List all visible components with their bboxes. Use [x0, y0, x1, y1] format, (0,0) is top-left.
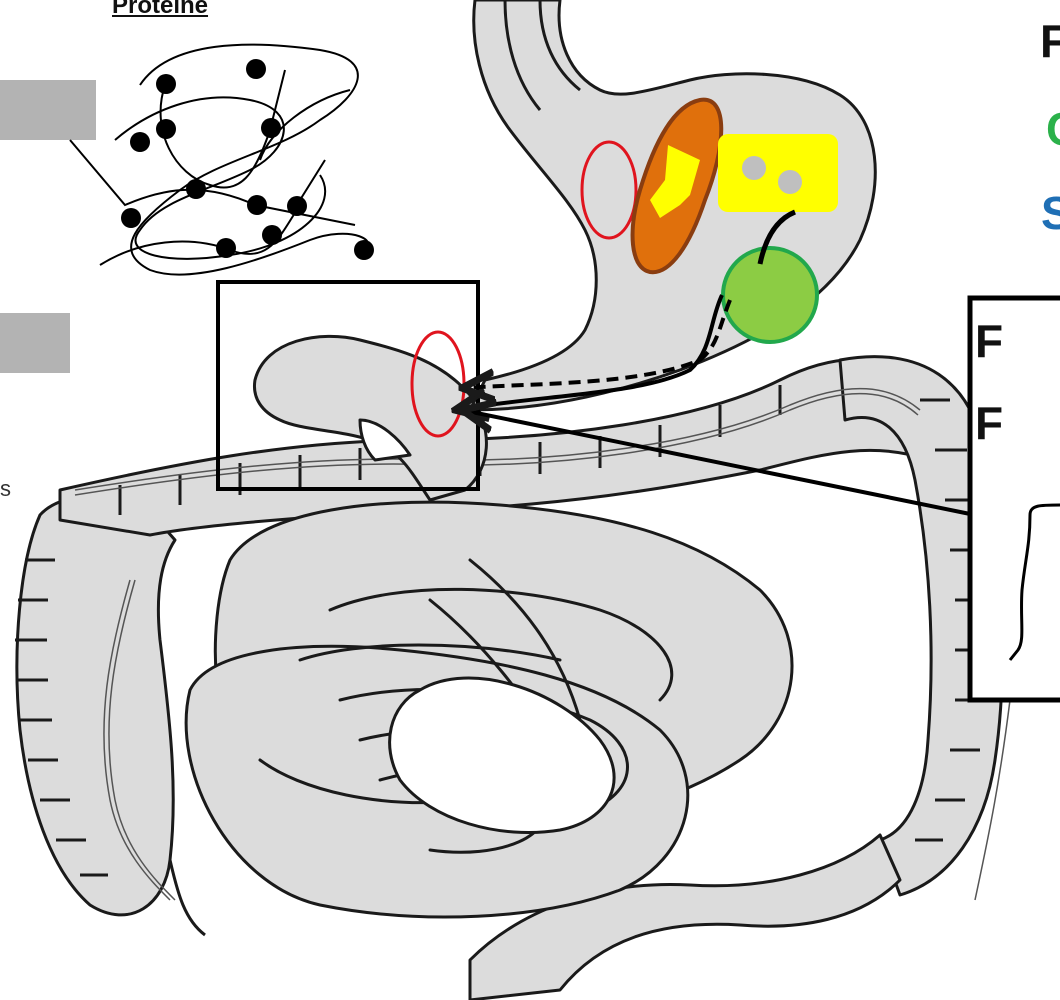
protein-tangle: [70, 45, 368, 275]
green-cell: [723, 248, 817, 342]
callout-letter-2: F: [975, 400, 1003, 446]
right-letter-green: C: [1046, 106, 1060, 152]
left-edge-text: s: [0, 476, 11, 502]
gray-box-top: [0, 80, 96, 140]
right-letter-top: F: [1040, 18, 1060, 64]
right-letter-blue: S: [1041, 190, 1060, 236]
protein-title: Proteine: [112, 0, 208, 20]
protein-nodes: [121, 59, 374, 260]
appendix: [170, 860, 205, 935]
callout-letter-1: F: [975, 318, 1003, 364]
yellow-cell: [718, 134, 838, 212]
gray-box-bottom: [0, 313, 70, 373]
